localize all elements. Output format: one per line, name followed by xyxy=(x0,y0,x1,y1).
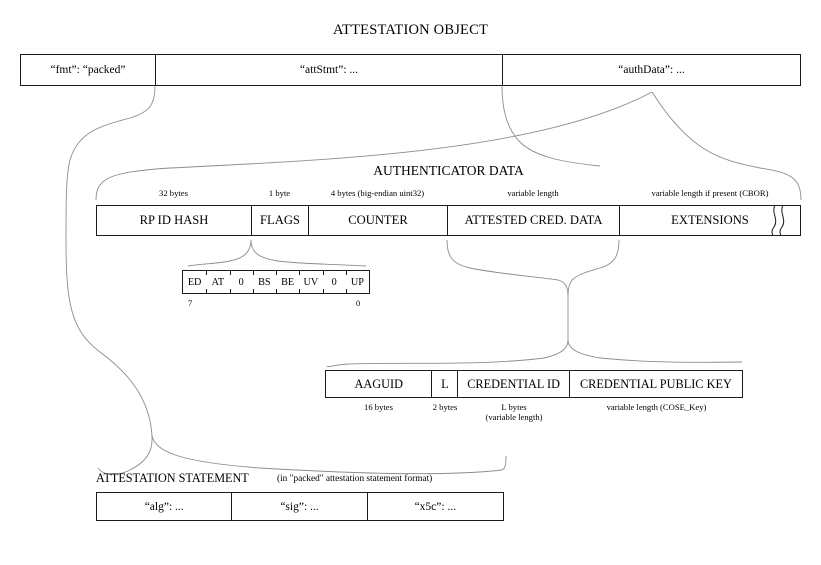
bit-index-high: 7 xyxy=(188,299,193,308)
connector-acd-bot-left xyxy=(326,339,569,368)
connector-authdata-left xyxy=(95,91,653,201)
size-label-attested-cred-data: variable length xyxy=(507,188,559,198)
connector-attstmt-left xyxy=(65,239,153,475)
size-label-flags: 1 byte xyxy=(268,188,291,198)
attestation-object-row: “fmt”: “packed” “attStmt”: ... “authData… xyxy=(20,54,801,86)
attestation-statement-row: “alg”: ... “sig”: ... “x5c”: ... xyxy=(96,492,504,521)
field-sig[interactable]: “sig”: ... xyxy=(232,493,368,520)
field-flags[interactable]: FLAGS xyxy=(252,206,309,235)
flag-bit-ed[interactable]: ED xyxy=(187,276,202,288)
connector-attstmt-right xyxy=(151,435,507,475)
size-label-credential-public-key: variable length (COSE_Key) xyxy=(606,402,707,412)
authenticator-data-title: AUTHENTICATOR DATA xyxy=(373,163,524,178)
field-x5c[interactable]: “x5c”: ... xyxy=(414,500,457,513)
flag-bit-be[interactable]: BE xyxy=(276,271,299,293)
field-attested-cred-data[interactable]: ATTESTED CRED. DATA xyxy=(448,206,620,235)
flag-bit-bs[interactable]: BS xyxy=(252,271,276,293)
attestation-statement-note: (in "packed" attestation statement forma… xyxy=(277,474,433,484)
size-label-credential-id-line1: L bytes xyxy=(501,402,527,412)
connector-acd-top-right xyxy=(567,239,620,297)
authenticator-data-row: RP ID HASH FLAGS COUNTER ATTESTED CRED. … xyxy=(96,205,801,236)
size-label-credential-id-length: 2 bytes xyxy=(432,402,458,412)
flags-byte-row: ED AT 0 BS BE UV 0 UP xyxy=(182,270,370,294)
break-cover xyxy=(771,206,789,235)
flag-bit-rfu1[interactable]: 0 xyxy=(322,271,346,293)
size-label-counter: 4 bytes (big-endian uint32) xyxy=(330,188,425,198)
attested-credential-data-row: AAGUID L CREDENTIAL ID CREDENTIAL PUBLIC… xyxy=(325,370,743,398)
connector-flags-right xyxy=(250,239,367,267)
connector-authdata-right xyxy=(651,91,802,201)
connector-acd-bot-right xyxy=(567,339,743,363)
flag-bit-rfu2[interactable]: 0 xyxy=(229,271,253,293)
field-fmt[interactable]: “fmt”: “packed” xyxy=(21,55,156,85)
flag-bit-at[interactable]: AT xyxy=(206,271,229,293)
flag-bit-up[interactable]: UP xyxy=(345,271,369,293)
field-aaguid[interactable]: AAGUID xyxy=(326,371,433,397)
truncation-break-icon xyxy=(769,204,791,237)
connector-flags-left xyxy=(187,239,252,267)
field-credential-id-length[interactable]: L xyxy=(432,371,459,397)
field-authdata[interactable]: “authData”: ... xyxy=(618,64,685,76)
field-credential-id[interactable]: CREDENTIAL ID xyxy=(458,371,570,397)
size-label-extensions: variable length if present (CBOR) xyxy=(651,188,769,198)
field-counter[interactable]: COUNTER xyxy=(309,206,448,235)
field-rp-id-hash[interactable]: RP ID HASH xyxy=(97,206,252,235)
size-label-credential-id-line2: (variable length) xyxy=(485,412,543,422)
attestation-statement-title: ATTESTATION STATEMENT xyxy=(96,471,249,485)
field-attstmt[interactable]: “attStmt”: ... xyxy=(156,55,503,85)
field-extensions[interactable]: EXTENSIONS xyxy=(671,213,749,227)
flag-bit-uv[interactable]: UV xyxy=(299,271,322,293)
size-label-rp-id-hash: 32 bytes xyxy=(159,188,188,198)
field-credential-public-key[interactable]: CREDENTIAL PUBLIC KEY xyxy=(579,376,732,391)
connector-attstmt-tail xyxy=(501,85,601,167)
connector-acd-top-left xyxy=(446,239,569,297)
bit-index-low: 0 xyxy=(356,299,361,308)
field-alg[interactable]: “alg”: ... xyxy=(97,493,233,520)
size-label-aaguid: 16 bytes xyxy=(364,402,393,412)
page-title: ATTESTATION OBJECT xyxy=(332,22,489,38)
